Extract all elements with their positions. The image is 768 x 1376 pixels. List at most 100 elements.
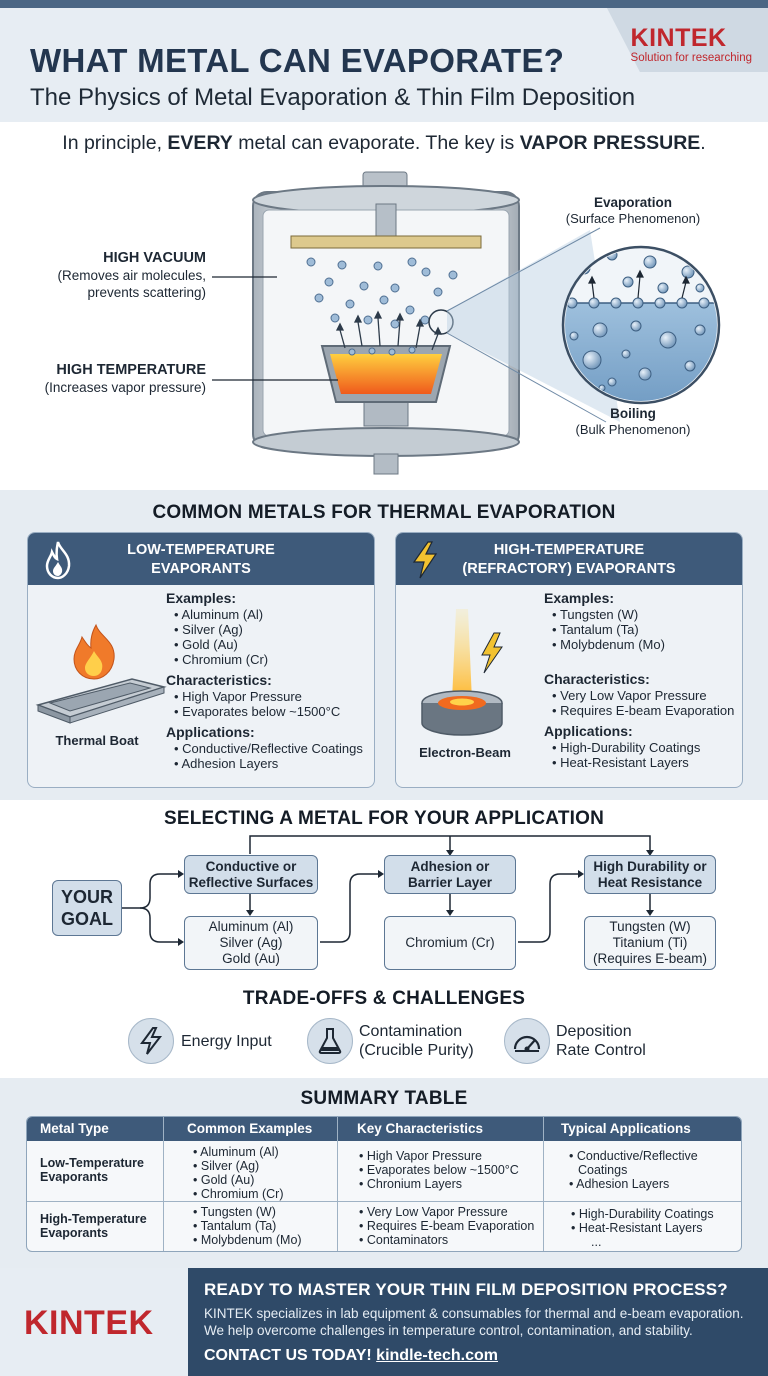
result-conductive-2: Silver (Ag) [219,935,283,950]
cta-contact: CONTACT US TODAY! kindle-tech.com [204,1347,768,1365]
electron-beam-label: Electron-Beam [419,745,511,760]
low-example-item: Chromium (Cr) [166,652,374,667]
footer-brand-logo[interactable]: KINTEK [24,1304,154,1342]
application-item: • Adhesion Layers [569,1177,670,1191]
your-goal-box[interactable]: YOUR GOAL [52,880,122,936]
result-adhesion-box[interactable]: Chromium (Cr) [384,916,516,970]
characteristic-item: Chronium Layers [357,1177,519,1191]
example-item: Tantalum (Ta) [191,1219,302,1233]
lightning-icon [128,1018,174,1064]
example-item: Aluminum (Al) [191,1145,284,1159]
vacuum-chamber-illustration [212,171,721,475]
column-header: Common Examples [187,1121,313,1136]
brand-name: KINTEK [630,24,727,52]
characteristic-item: Contaminators [357,1233,534,1247]
evaporation-label: Evaporation (Surface Phenomenon) [558,195,708,227]
example-item: Silver (Ag) [191,1159,284,1173]
high-examples-list: Tungsten (W) Tantalum (Ta) Molybdenum (M… [544,607,742,652]
intro-bold-1: EVERY [167,132,233,154]
need-durability-label-1: High Durability or [593,858,707,874]
your-goal-label-2: GOAL [60,909,113,929]
examples-cell: Aluminum (Al) Silver (Ag) Gold (Au) Chro… [191,1145,284,1201]
evaporation-title: Evaporation [593,195,672,210]
low-application-item: Adhesion Layers [166,756,374,771]
result-adhesion-label: Chromium (Cr) [405,935,495,950]
cta-panel: READY TO MASTER YOUR THIN FILM DEPOSITIO… [188,1268,768,1376]
application-item: • Conductive/Reflective [569,1149,698,1163]
low-temp-card-header: LOW-TEMPERATURE EVAPORANTS [28,533,374,585]
intro-text-1: In principle, [62,132,168,154]
high-temperature-title: HIGH TEMPERATURE [56,362,206,378]
metal-type-cell: Low-Temperature Evaporants [40,1156,144,1184]
page-subtitle: The Physics of Metal Evaporation & Thin … [30,84,636,111]
high-application-item: Heat-Resistant Layers [544,755,742,770]
low-characteristic-item: High Vapor Pressure [166,689,374,704]
flame-icon [42,540,74,586]
common-metals-title: COMMON METALS FOR THERMAL EVAPORATION [152,502,616,523]
application-item: Heat-Resistant Layers [569,1221,714,1235]
selection-flow: SELECTING A METAL FOR YOUR APPLICATION [0,800,768,980]
metal-type-line-2: Evaporants [40,1226,109,1240]
low-examples-list: Aluminum (Al) Silver (Ag) Gold (Au) Chro… [166,607,374,667]
example-item: Molybdenum (Mo) [191,1233,302,1247]
application-continued: Coatings [578,1163,628,1177]
high-characteristic-item: Requires E-beam Evaporation [544,703,742,718]
column-header: Typical Applications [561,1121,691,1136]
need-adhesion-label-2: Barrier Layer [407,874,493,890]
high-vacuum-desc-2: prevents scattering) [87,285,206,300]
high-temp-card: HIGH-TEMPERATURE (REFRACTORY) EVAPORANTS… [395,532,743,788]
high-example-item: Tantalum (Ta) [544,622,742,637]
selection-flow-title: SELECTING A METAL FOR YOUR APPLICATION [163,808,605,829]
low-temp-heading-2: EVAPORANTS [151,561,251,577]
high-temp-card-body: Electron-Beam Examples: Tungsten (W) Tan… [396,585,742,787]
high-temp-details: Examples: Tungsten (W) Tantalum (Ta) Mol… [544,591,742,776]
summary-title: SUMMARY TABLE [300,1088,468,1109]
low-applications-list: Conductive/Reflective Coatings Adhesion … [166,741,374,771]
low-example-item: Gold (Au) [166,637,374,652]
high-characteristic-item: Very Low Vapor Pressure [544,688,742,703]
electron-beam-illustration [421,609,503,736]
header: KINTEK Solution for researching WHAT MET… [0,0,768,122]
result-durability-3: (Requires E-beam) [592,951,708,966]
result-durability-2: Titanium (Ti) [612,935,688,950]
high-temp-heading-2: (REFRACTORY) EVAPORANTS [462,561,676,577]
high-temp-heading-1: HIGH-TEMPERATURE [493,542,645,558]
characteristics-cell: Very Low Vapor Pressure Requires E-beam … [357,1205,534,1247]
application-text: Adhesion Layers [576,1177,670,1191]
column-header: Metal Type [40,1121,109,1136]
thermal-boat-illustration [35,623,167,724]
cta-url-link[interactable]: kindle-tech.com [376,1347,498,1364]
low-temp-details: Examples: Aluminum (Al) Silver (Ag) Gold… [166,590,374,777]
summary-header-row: Metal Type Common Examples Key Character… [27,1117,741,1141]
common-metals-section: COMMON METALS FOR THERMAL EVAPORATION LO… [0,490,768,800]
summary-section: SUMMARY TABLE Metal Type Common Examples… [0,1078,768,1268]
low-temp-card-body: Thermal Boat Examples: Aluminum (Al) Sil… [28,585,374,787]
characteristic-item: High Vapor Pressure [357,1149,519,1163]
low-examples-title: Examples: [166,590,237,606]
example-item: Gold (Au) [191,1173,284,1187]
footer: KINTEK READY TO MASTER YOUR THIN FILM DE… [0,1268,768,1376]
high-application-item: High-Durability Coatings [544,740,742,755]
result-durability-box[interactable]: Tungsten (W)Titanium (Ti)(Requires E-bea… [584,916,716,970]
lightning-icon [410,540,440,586]
evaporation-desc: (Surface Phenomenon) [565,211,701,226]
high-characteristics-list: Very Low Vapor Pressure Requires E-beam … [544,688,742,718]
result-conductive-box[interactable]: Aluminum (Al)Silver (Ag)Gold (Au) [184,916,318,970]
cta-text: KINTEK specializes in lab equipment & co… [204,1305,768,1339]
column-divider [543,1117,544,1251]
tradeoff-deposition-2: Rate Control [556,1042,646,1059]
characteristic-item: Requires E-beam Evaporation [357,1219,534,1233]
cta-contact-label: CONTACT US TODAY! [204,1347,372,1364]
need-adhesion-label-1: Adhesion or [410,858,490,874]
high-vacuum-title: HIGH VACUUM [103,250,206,266]
brand-logo[interactable]: KINTEK Solution for researching [631,24,752,64]
cta-line-1: KINTEK specializes in lab equipment & co… [204,1306,744,1321]
high-temperature-desc: (Increases vapor pressure) [44,380,206,395]
metal-type-line-1: High-Temperature [40,1212,147,1226]
flask-icon [307,1018,353,1064]
result-conductive-3: Gold (Au) [222,951,280,966]
need-conductive-label-1: Conductive or [205,858,297,874]
